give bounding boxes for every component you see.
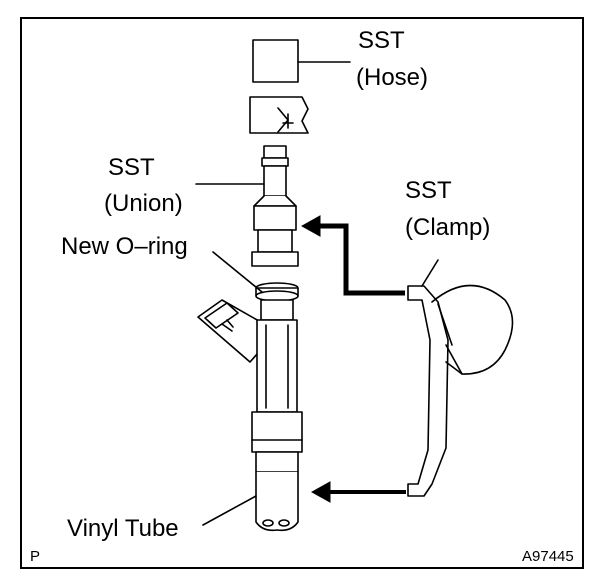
clamp [407, 284, 514, 497]
oring-label: New O–ring [61, 233, 188, 260]
clamp-label-line1: SST [405, 177, 452, 204]
fuel-injector [197, 299, 303, 473]
hose-label-line2: (Hose) [356, 64, 429, 91]
union-label-line1: SST [108, 154, 155, 181]
connector-piece [249, 96, 309, 134]
lower-arrow [310, 481, 406, 503]
figure-code: A97445 [522, 548, 574, 565]
clamp-label-line2: (Clamp) [405, 214, 491, 241]
corner-p-label: P [30, 548, 41, 565]
oring-leader [212, 251, 263, 293]
vinyl-tube-label: Vinyl Tube [67, 515, 179, 542]
o-ring [255, 282, 299, 302]
vinyl-tube [255, 471, 299, 532]
vinyl-leader [202, 495, 257, 526]
union-label-line2: (Union) [104, 190, 183, 217]
clamp-leader [421, 259, 439, 287]
hose-piece [252, 39, 299, 83]
hose-label-line1: SST [358, 27, 405, 54]
upper-arrow [300, 215, 405, 296]
union-piece [251, 145, 299, 267]
